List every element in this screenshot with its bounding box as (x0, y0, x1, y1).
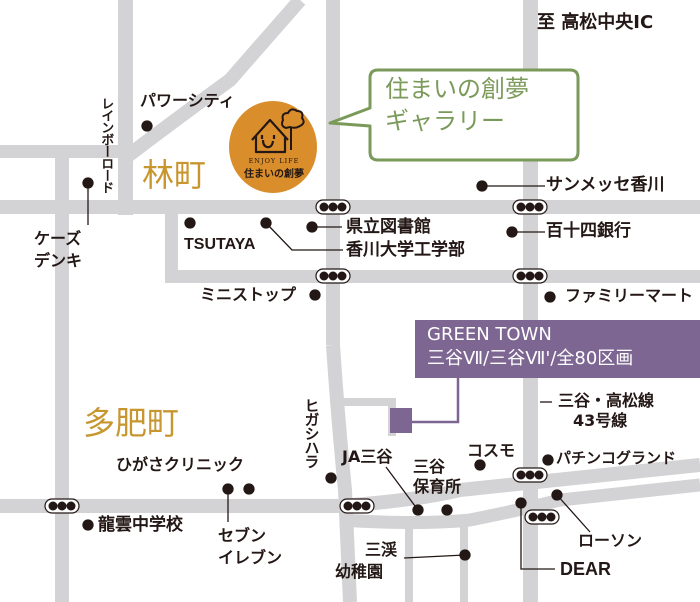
tsutaya-dot (184, 217, 196, 229)
road-name-route43-line1: 三谷・高松線 (558, 391, 655, 410)
green-town-site (390, 378, 460, 433)
traffic-light-icon (44, 498, 80, 514)
green-town-subtitle: 三谷Ⅶ/三谷Ⅶ'/全80区画 (427, 348, 634, 370)
traffic-light-icon (512, 199, 548, 215)
gallery-logo (229, 101, 317, 193)
traffic-light-icon (339, 498, 375, 514)
direction-label: 至 高松中央IC (537, 12, 654, 33)
traffic-light-icon (524, 509, 560, 525)
landmark-library: 県立図書館 (346, 217, 431, 237)
landmark-power-city: パワーシティ (140, 91, 235, 110)
landmark-pachinko: パチンコグランド (556, 449, 677, 467)
higasa-clinic-dot (243, 483, 255, 495)
ministop-dot (309, 289, 321, 301)
traffic-light-icon (512, 467, 548, 483)
landmark-ministop: ミニストップ (200, 285, 297, 304)
landmark-sunmesse: サンメッセ香川 (546, 175, 665, 195)
town-label-hayashi: 林町 (142, 156, 207, 194)
landmark-higashihara: ヒガシハラ (302, 398, 321, 468)
higashihara-dot (325, 472, 337, 484)
house-icon (251, 118, 289, 154)
town-label-tahi: 多肥町 (83, 404, 180, 442)
tree-icon (281, 108, 305, 150)
power-city-dot (141, 120, 153, 132)
landmark-dear: DEAR (560, 559, 612, 579)
gallery-callout (328, 68, 580, 162)
nursery-dot (441, 504, 453, 516)
landmark-ks-denki-line2: デンキ (34, 251, 83, 270)
green-town-label[interactable]: GREEN TOWN 三谷Ⅶ/三谷Ⅶ'/全80区画 (415, 320, 700, 378)
landmark-markers (82, 120, 591, 570)
landmark-kagawa-univ: 香川大学工学部 (346, 240, 465, 260)
landmark-kindergarten-line1: 三渓 (365, 540, 398, 559)
familymart-dot (544, 291, 556, 303)
road-name-route43-line2: 43号線 (573, 411, 628, 430)
landmark-tsutaya: TSUTAYA (184, 236, 256, 253)
landmark-ja-mitani: JA三谷 (342, 447, 393, 466)
landmark-familymart: ファミリーマート (565, 286, 694, 305)
traffic-light-icon (315, 199, 351, 215)
green-town-title: GREEN TOWN (427, 324, 552, 345)
traffic-light-icon (512, 268, 548, 284)
logo-name: 住まいの創夢 (244, 169, 304, 180)
road-name-rainbow: レインボーロード (98, 97, 114, 193)
landmark-kindergarten-line2: 幼稚園 (335, 562, 384, 581)
logo-tagline: ENJOY LIFE (248, 157, 300, 165)
landmark-seven-eleven-line2: イレブン (218, 548, 283, 567)
landmark-bank: 百十四銀行 (546, 221, 631, 241)
landmark-cosmo: コスモ (467, 441, 516, 460)
ryuun-dot (82, 519, 94, 531)
landmark-ryuun-jhs: 龍雲中学校 (98, 515, 183, 535)
landmark-nursery-line2: 保育所 (413, 477, 462, 496)
landmark-ks-denki-line1: ケーズ (34, 229, 82, 248)
pachinko-dot (542, 454, 554, 466)
gallery-callout-line2: ギャラリー (385, 107, 505, 135)
landmark-higasa-clinic: ひがさクリニック (116, 455, 245, 474)
landmark-lawson: ローソン (578, 531, 643, 550)
landmark-nursery-line1: 三谷 (413, 457, 446, 476)
gallery-callout-line1: 住まいの創夢 (385, 75, 529, 103)
cosmo-dot (474, 459, 486, 471)
traffic-lights (44, 199, 560, 525)
landmark-seven-eleven-line1: セブン (218, 526, 267, 545)
traffic-light-icon (315, 268, 351, 284)
